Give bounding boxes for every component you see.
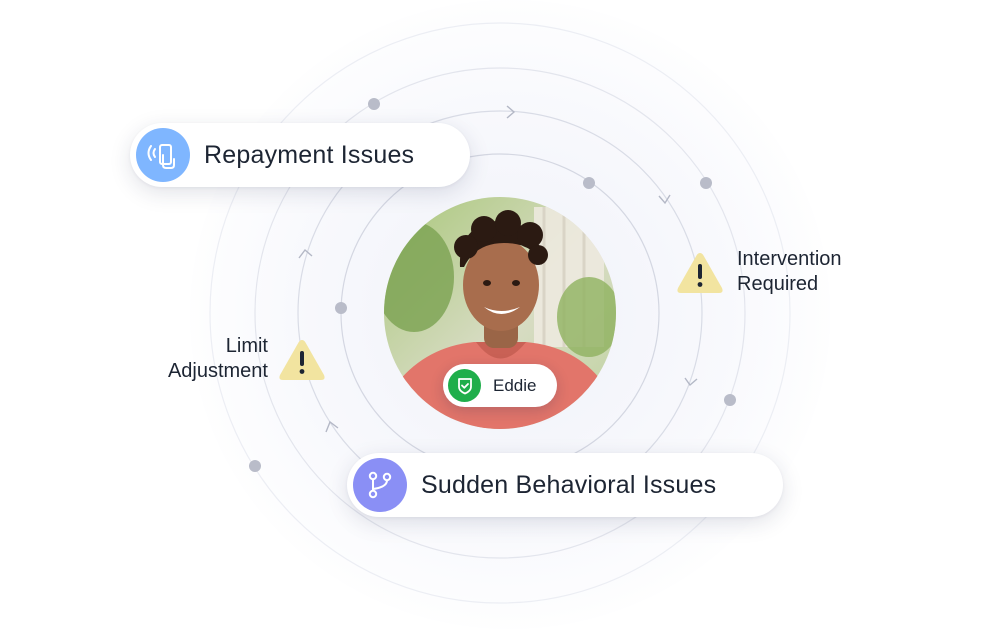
orbit-arrow <box>658 194 671 205</box>
shield-check-icon <box>448 369 481 402</box>
limit-adjustment-label: Limit Adjustment <box>140 334 268 384</box>
orbit-arrow <box>506 105 516 119</box>
sudden-behavioral-issues-card[interactable]: Sudden Behavioral Issues <box>347 453 783 517</box>
ring-outer <box>209 22 791 604</box>
orbit-dot <box>335 302 347 314</box>
orbit-dot <box>249 460 261 472</box>
repayment-issues-card[interactable]: Repayment Issues <box>130 123 470 187</box>
branch-icon <box>353 458 407 512</box>
warning-icon <box>279 340 325 380</box>
user-name-badge: Eddie <box>443 364 557 407</box>
phone-tap-icon <box>136 128 190 182</box>
intervention-required-label: Intervention Required <box>737 247 842 297</box>
orbit-dot <box>368 98 380 110</box>
person-photo <box>384 197 616 429</box>
warning-icon <box>677 253 723 293</box>
ring-large <box>254 67 746 559</box>
orbit-dot <box>583 177 595 189</box>
orbit-dot <box>724 394 736 406</box>
repayment-issues-label: Repayment Issues <box>204 140 415 169</box>
orbit-arrow <box>684 377 698 387</box>
avatar <box>384 197 616 429</box>
intervention-line1: Intervention <box>737 248 842 270</box>
user-name: Eddie <box>493 375 537 395</box>
limit-line1: Limit <box>225 335 268 357</box>
orbit-arrow <box>325 420 339 433</box>
intervention-line2: Required <box>737 273 819 295</box>
orbit-arrow <box>298 248 313 259</box>
limit-line2: Adjustment <box>167 360 268 382</box>
sudden-behavioral-issues-label: Sudden Behavioral Issues <box>421 470 717 499</box>
orbit-dot <box>700 177 712 189</box>
